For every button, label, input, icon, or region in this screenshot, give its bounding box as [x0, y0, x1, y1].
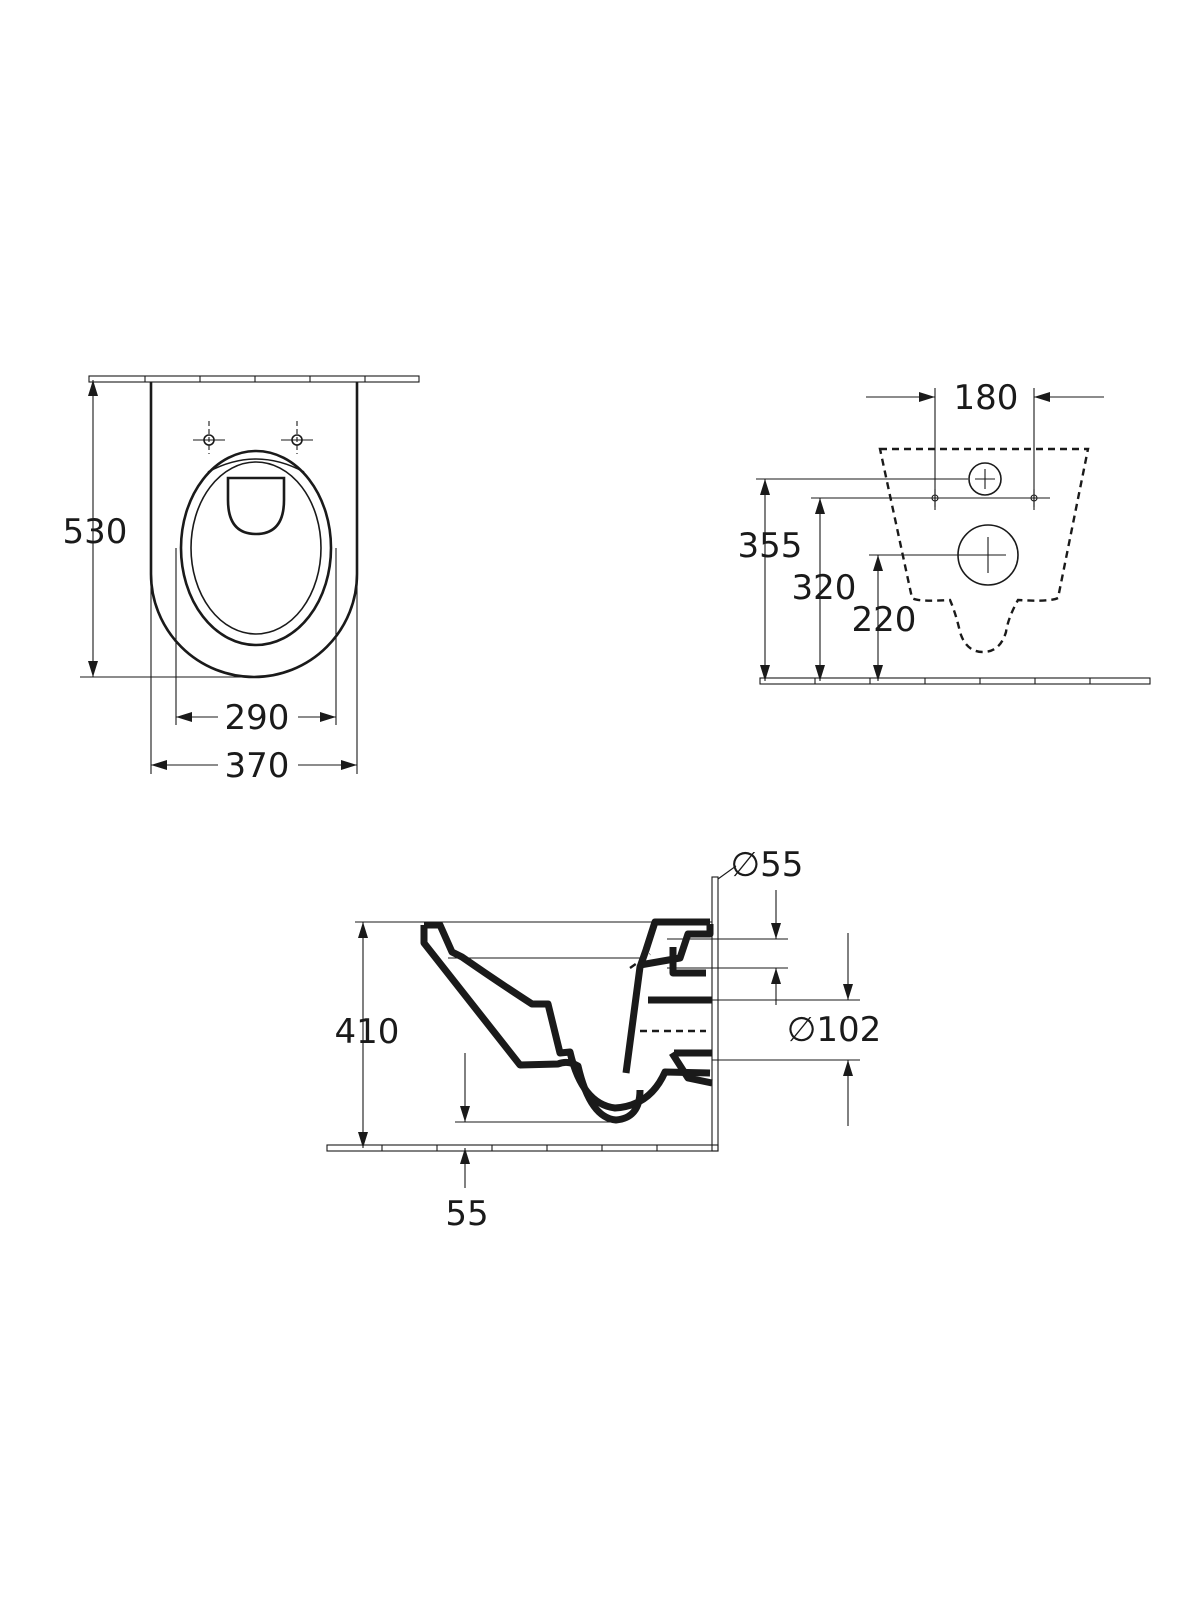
- height-355-label: 355: [738, 526, 803, 566]
- dimension-outlet-diameter: ∅102: [712, 933, 881, 1126]
- bowl-section-outer: [420, 925, 644, 1124]
- bowl-section-rear-upper: [639, 924, 714, 969]
- outlet-diameter-label: ∅102: [787, 1010, 882, 1050]
- dimension-530: 530: [63, 380, 255, 678]
- bottom-gap-label: 55: [445, 1194, 488, 1234]
- bowl-section-inlet: [669, 947, 706, 977]
- seat-cutout: [226, 476, 286, 536]
- rim-flush-slot: [207, 458, 305, 473]
- side-view-wall: [711, 876, 719, 1152]
- height-410-label: 410: [335, 1012, 400, 1052]
- dimension-inlet-diameter: ∅55: [667, 845, 803, 1005]
- top-view-wall: [88, 375, 420, 383]
- outer-width-label: 370: [225, 746, 290, 786]
- bolt-hole-left-icon: [193, 421, 225, 454]
- bowl-section-front: [424, 921, 711, 1112]
- inlet-diameter-label: ∅55: [731, 845, 804, 885]
- dimension-55-bottom: 55: [445, 1053, 622, 1234]
- dimension-320: 320: [792, 497, 1050, 681]
- bowl-section-bottom: [669, 1049, 713, 1087]
- rim-inner: [190, 461, 322, 635]
- inlet-pipe-dash: [629, 953, 651, 969]
- side-view: 410 55 ∅55: [326, 845, 881, 1234]
- dimension-370: 370: [150, 382, 358, 786]
- rear-dashed-outline: [878, 447, 1090, 654]
- depth-label: 530: [63, 512, 128, 552]
- side-view-floor: [326, 1144, 719, 1152]
- rim-outer: [179, 449, 333, 647]
- dimension-290: 290: [175, 548, 337, 738]
- dimension-180: 180: [866, 378, 1104, 510]
- height-220-label: 220: [852, 600, 917, 640]
- height-320-label: 320: [792, 568, 857, 608]
- dimension-220: 220: [852, 554, 1006, 681]
- bolt-spacing-label: 180: [954, 378, 1019, 418]
- inlet-hole-icon: [968, 462, 1002, 496]
- rear-view-wall: [759, 677, 1151, 685]
- top-view: 530 290 370: [63, 375, 420, 786]
- dimension-355: 355: [738, 478, 968, 681]
- rear-view: 180 355 320 220: [738, 378, 1151, 685]
- dimension-410: 410: [335, 922, 400, 1148]
- inner-width-label: 290: [225, 698, 290, 738]
- bolt-hole-right-icon: [281, 421, 313, 454]
